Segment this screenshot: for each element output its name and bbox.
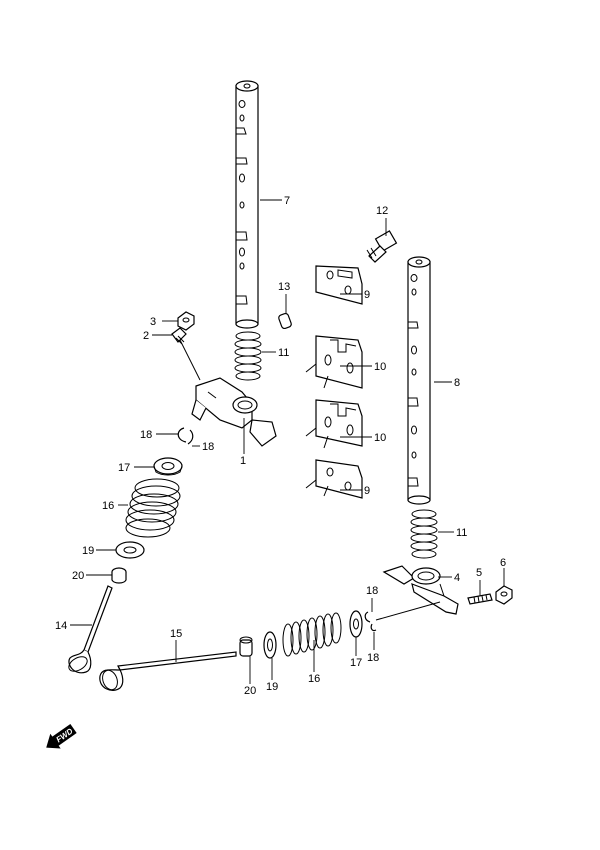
callout-15: 15 xyxy=(170,628,182,640)
callout-17-bottom: 17 xyxy=(350,657,362,669)
callout-17-left: 17 xyxy=(118,462,130,474)
callout-19-left: 19 xyxy=(82,545,94,557)
callout-9-bottom: 9 xyxy=(364,485,370,497)
plate-9-top xyxy=(315,265,363,305)
fwd-arrow-icon: FWD xyxy=(46,724,77,749)
cotter-bottom xyxy=(364,611,377,632)
nut-3 xyxy=(177,311,195,331)
callout-19-bottom: 19 xyxy=(266,681,278,693)
callout-20-bottom: 20 xyxy=(244,685,256,697)
retainer-left xyxy=(153,457,183,476)
callout-9-top: 9 xyxy=(364,289,370,301)
valve-14 xyxy=(68,585,113,674)
callout-18-left-b: 18 xyxy=(202,441,214,453)
callout-14: 14 xyxy=(55,620,67,632)
callout-18-bottom-b: 18 xyxy=(367,652,379,664)
valve-seal-left xyxy=(111,567,127,584)
rocker-arm-right xyxy=(382,565,459,615)
rocker-shaft-right xyxy=(407,256,431,505)
valve-spring-bottom xyxy=(282,612,342,657)
callout-13: 13 xyxy=(278,281,290,293)
spring-seat-left xyxy=(115,541,145,559)
cotter-left xyxy=(177,427,194,445)
callout-7: 7 xyxy=(284,195,290,207)
rocker-shaft-left xyxy=(235,80,259,329)
nut-6 xyxy=(495,585,513,605)
callout-10-lower: 10 xyxy=(374,432,386,444)
callout-3: 3 xyxy=(150,316,156,328)
bolt-12 xyxy=(366,230,398,263)
spring-seat-bottom xyxy=(263,631,277,659)
callout-18-left-a: 18 xyxy=(140,429,152,441)
callout-4: 4 xyxy=(454,572,460,584)
callout-1: 1 xyxy=(240,455,246,467)
valve-15 xyxy=(99,651,237,691)
pin-13 xyxy=(278,312,292,330)
retainer-bottom xyxy=(349,610,363,638)
shaft-spring-upper xyxy=(234,331,262,381)
callout-6: 6 xyxy=(500,557,506,569)
callout-5: 5 xyxy=(476,567,482,579)
valve-seal-bottom xyxy=(239,636,253,657)
adjust-screw-5 xyxy=(467,593,493,605)
callout-12: 12 xyxy=(376,205,388,217)
plate-10-upper xyxy=(305,335,363,389)
plate-10-lower xyxy=(305,399,363,449)
centerline-right xyxy=(375,601,441,621)
callout-18-bottom-a: 18 xyxy=(366,585,378,597)
callout-labels: 7 8 12 9 10 10 9 13 11 11 3 2 1 18 18 17… xyxy=(55,195,506,697)
callout-20-left: 20 xyxy=(72,570,84,582)
callout-10-upper: 10 xyxy=(374,361,386,373)
callout-11-upper: 11 xyxy=(278,347,289,359)
callout-11-lower: 11 xyxy=(456,527,467,539)
shaft-spring-lower xyxy=(410,509,438,559)
centerline-left xyxy=(179,339,201,381)
valve-spring-left xyxy=(125,478,181,538)
leader-lines xyxy=(70,199,505,684)
callout-8: 8 xyxy=(454,377,460,389)
callout-2: 2 xyxy=(143,330,149,342)
callout-16-left: 16 xyxy=(102,500,114,512)
rocker-arm-left xyxy=(191,377,277,447)
callout-16-bottom: 16 xyxy=(308,673,320,685)
plate-9-bottom xyxy=(305,459,363,499)
adjust-screw-2 xyxy=(171,327,187,345)
